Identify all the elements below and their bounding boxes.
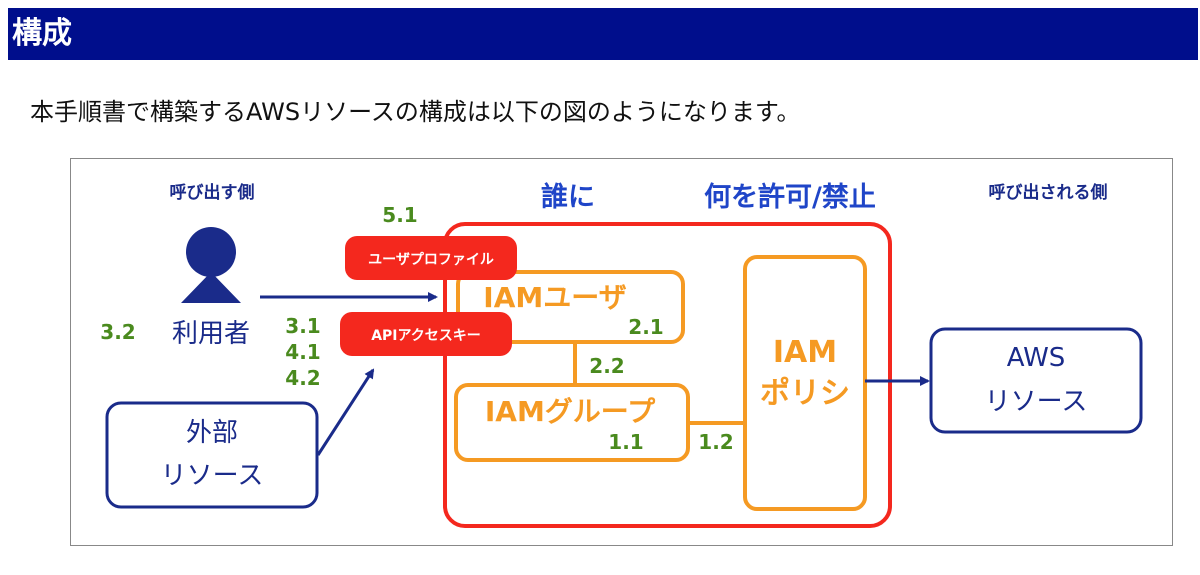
step-4-2: 4.2 bbox=[285, 366, 320, 390]
step-2-1: 2.1 bbox=[628, 315, 663, 339]
iam-boundary bbox=[443, 222, 892, 528]
callee-heading: 呼び出される側 bbox=[989, 182, 1108, 203]
user-label: 利用者 bbox=[172, 319, 250, 349]
user-profile-label: ユーザプロファイル bbox=[368, 252, 494, 268]
iam-user-label: IAMユーザ bbox=[483, 281, 626, 314]
step-2-2: 2.2 bbox=[589, 354, 624, 378]
external-resource-line1: 外部 bbox=[186, 418, 238, 448]
api-key-pill bbox=[340, 312, 512, 356]
iam-policy-line1: IAM bbox=[773, 335, 837, 370]
external-to-key-arrow bbox=[316, 368, 375, 456]
step-1-1: 1.1 bbox=[608, 430, 643, 454]
intro-text: 本手順書で構築するAWSリソースの構成は以下の図のようになります。 bbox=[30, 98, 801, 126]
caller-heading: 呼び出す側 bbox=[170, 182, 255, 203]
step-3-2: 3.2 bbox=[100, 320, 135, 344]
iam-policy-line2: ポリシ bbox=[760, 376, 850, 411]
aws-resource-box bbox=[929, 327, 1143, 434]
section-header: 構成 bbox=[8, 8, 1198, 60]
external-resource-box bbox=[105, 401, 319, 509]
user-person-icon bbox=[181, 227, 241, 303]
api-key-label: APIアクセスキー bbox=[371, 328, 481, 344]
section-title: 構成 bbox=[12, 16, 72, 51]
step-4-1: 4.1 bbox=[285, 340, 320, 364]
what-label: 何を許可/禁止 bbox=[704, 182, 876, 213]
diagram-frame bbox=[70, 158, 1173, 546]
step-5-1: 5.1 bbox=[382, 203, 417, 227]
step-3-1: 3.1 bbox=[285, 314, 320, 338]
iam-user-box bbox=[456, 270, 685, 344]
aws-resource-line1: AWS bbox=[1007, 343, 1066, 373]
iam-policy-box bbox=[743, 255, 867, 511]
iam-group-label: IAMグループ bbox=[485, 395, 656, 428]
external-resource-line2: リソース bbox=[161, 461, 264, 491]
who-label: 誰に bbox=[541, 181, 595, 213]
step-1-2: 1.2 bbox=[698, 430, 733, 454]
aws-resource-line2: リソース bbox=[985, 387, 1088, 417]
user-profile-pill bbox=[345, 236, 517, 280]
